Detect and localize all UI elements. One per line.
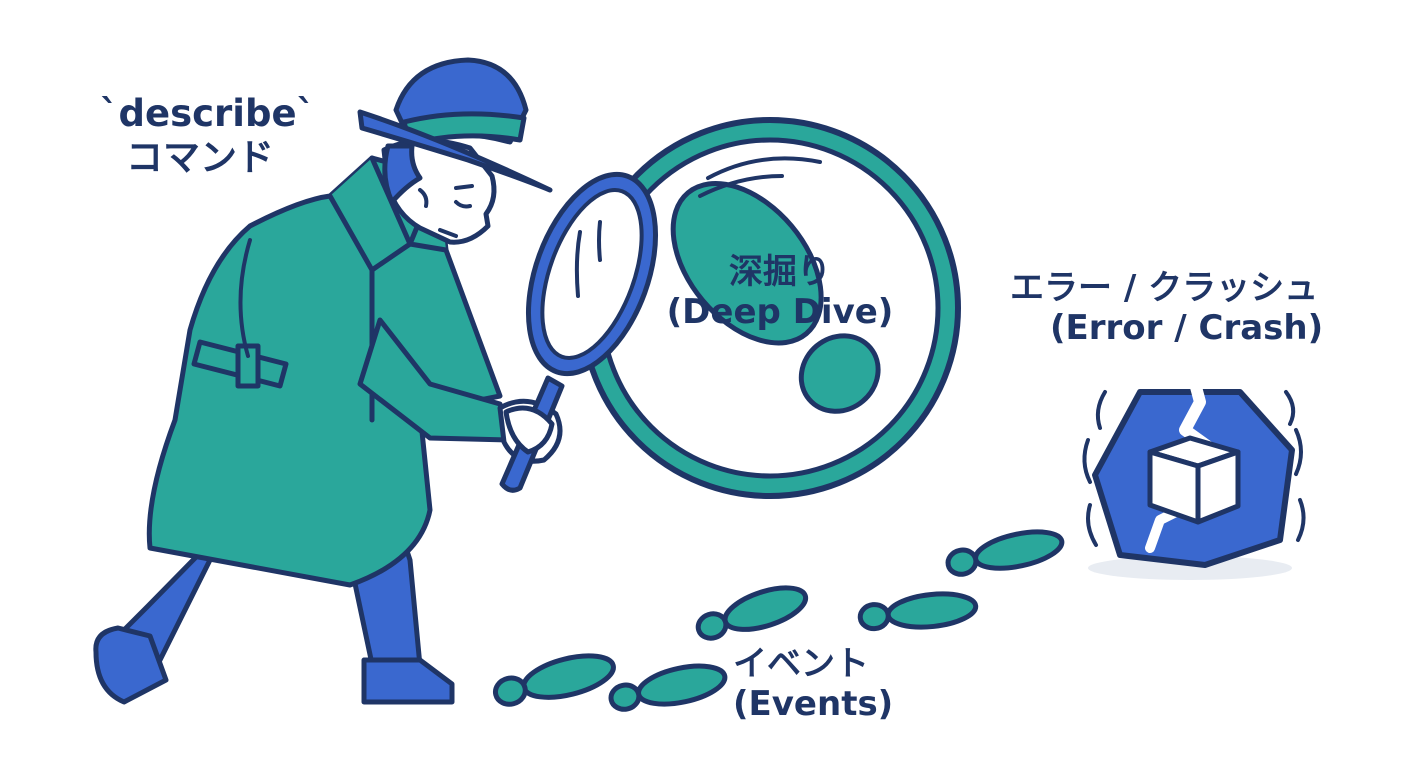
footprints-trail — [492, 529, 1065, 712]
large-lens — [579, 117, 961, 499]
describe-label-line1: `describe` — [100, 92, 316, 135]
footprint-1 — [492, 653, 616, 707]
fedora-hat-icon — [357, 57, 553, 193]
describe-label-line2: コマンド — [126, 135, 274, 179]
error-label-line1: エラー / クラッシュ — [1010, 268, 1319, 308]
footprint-3 — [695, 585, 809, 641]
events-label: イベント (Events) — [733, 644, 893, 724]
broken-helm-wheel-icon — [1082, 366, 1306, 580]
events-label-line1: イベント — [733, 644, 869, 684]
deep-dive-label: 深掘り (Deep Dive) — [662, 252, 898, 332]
magnifying-glass-icon — [499, 171, 659, 493]
detective-icon — [93, 57, 563, 705]
describe-command-label: `describe` コマンド — [100, 92, 315, 179]
events-label-line2: (Events) — [733, 684, 894, 725]
front-shoe — [361, 657, 455, 705]
error-label-line2: (Error / Crash) — [1050, 308, 1324, 349]
footprint-2 — [608, 663, 728, 712]
trench-coat — [146, 155, 503, 588]
footprint-5 — [945, 529, 1065, 577]
error-crash-label: エラー / クラッシュ (Error / Crash) — [1010, 268, 1323, 348]
deep-dive-label-line1: 深掘り — [729, 252, 831, 292]
footprint-icon — [670, 181, 881, 414]
deep-dive-label-line2: (Deep Dive) — [666, 292, 894, 333]
footprint-4 — [857, 591, 979, 632]
cube-icon — [1147, 435, 1241, 525]
back-shoe — [93, 625, 169, 705]
